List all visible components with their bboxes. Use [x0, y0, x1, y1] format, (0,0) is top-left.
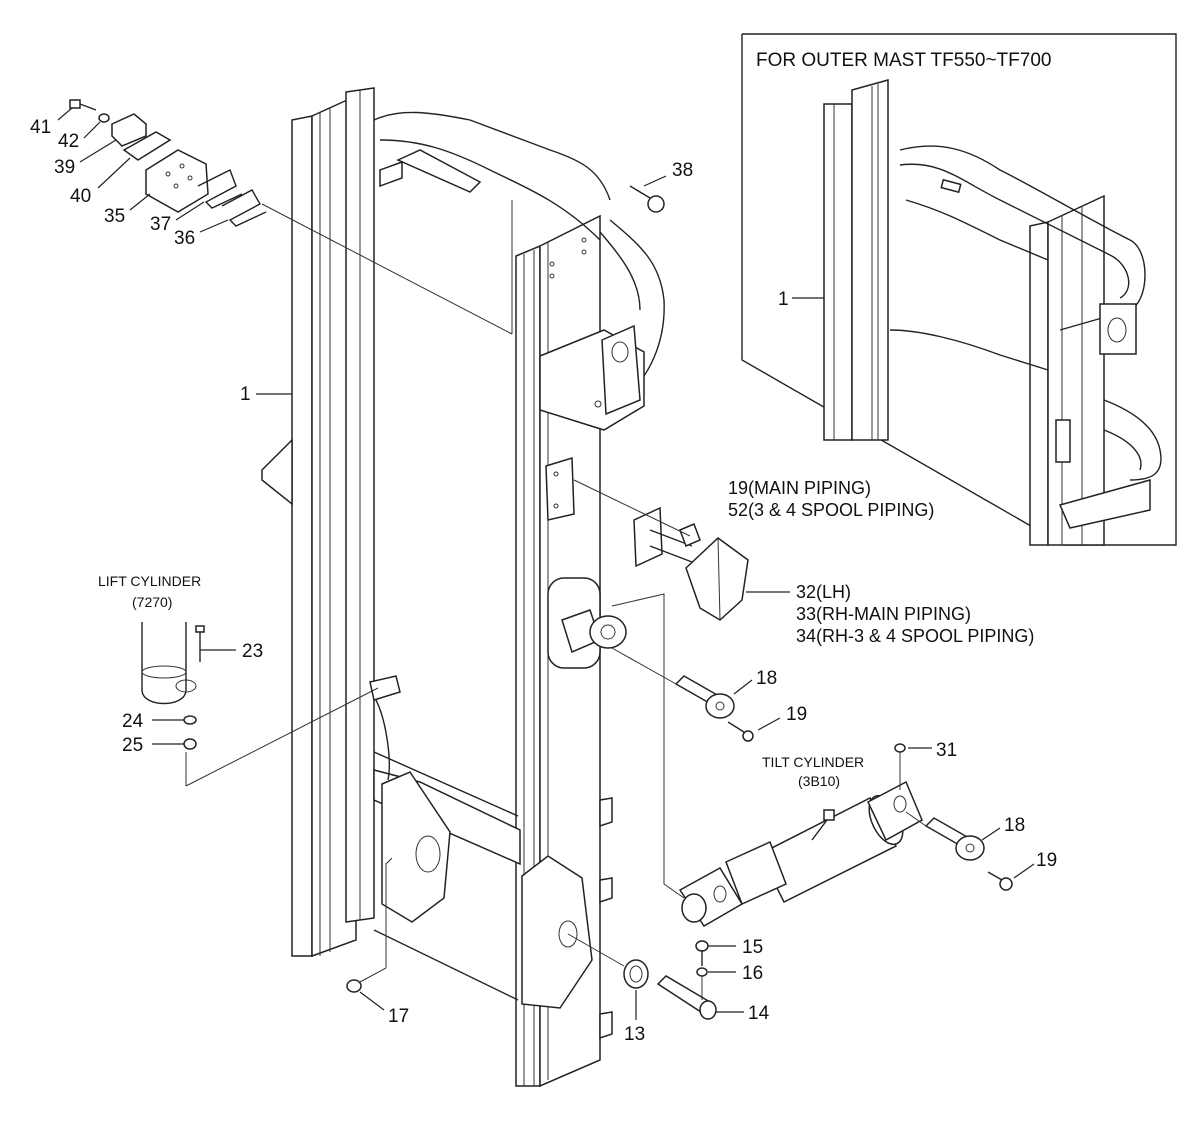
tilt-cylinder — [678, 780, 923, 928]
label-40: 40 — [70, 186, 91, 207]
tilt-bracket-lower — [521, 855, 593, 1009]
part-13-bushing — [623, 959, 649, 989]
label-37: 37 — [150, 214, 171, 235]
label-16: 16 — [742, 963, 763, 984]
label-33-rh-main: 33(RH-MAIN PIPING) — [796, 604, 971, 624]
label-24: 24 — [122, 711, 144, 732]
lift-cylinder — [141, 622, 205, 705]
label-25: 25 — [122, 735, 143, 756]
part-41-bolt — [69, 99, 97, 111]
part-labels: 41 42 39 40 35 37 36 38 1 19(MAIN PIPING… — [30, 117, 1057, 1045]
label-35: 35 — [104, 206, 125, 227]
label-18-upper: 18 — [756, 668, 777, 689]
label-36: 36 — [174, 228, 195, 249]
label-31: 31 — [936, 740, 957, 761]
label-1: 1 — [240, 384, 251, 405]
mast-bottom-crossmember — [373, 751, 613, 1040]
label-41: 41 — [30, 117, 51, 138]
part-18-pin-lower — [924, 817, 985, 861]
part-17-grease-fitting — [346, 967, 387, 993]
inset-label-1: 1 — [778, 289, 789, 310]
tilt-cylinder-code: (3B10) — [798, 773, 840, 789]
part-14-pin — [656, 975, 717, 1020]
part-16-washer — [696, 967, 708, 977]
label-32-lh: 32(LH) — [796, 582, 851, 602]
part-36-clip — [221, 189, 267, 227]
inset-right-column — [1029, 194, 1105, 546]
part-42-washer — [98, 113, 110, 123]
part-19-bolt-upper — [727, 721, 754, 742]
lift-cylinder-code: (7270) — [132, 594, 172, 610]
side-bracket-left — [261, 438, 401, 781]
outer-mast-inset: FOR OUTER MAST TF550~TF700 — [741, 33, 1177, 546]
label-38: 38 — [672, 160, 693, 181]
label-19-upper: 19 — [786, 704, 807, 725]
lift-cylinder-title: LIFT CYLINDER — [98, 573, 201, 589]
piping-plate — [545, 456, 575, 521]
part-38-bolt — [629, 185, 665, 213]
tilt-cylinder-title: TILT CYLINDER — [762, 754, 864, 770]
label-39: 39 — [54, 157, 75, 178]
part-37-clip — [197, 169, 243, 209]
part-15-bolt — [695, 940, 709, 966]
label-19-main-piping: 19(MAIN PIPING) — [728, 478, 871, 498]
label-52-spool-piping: 52(3 & 4 SPOOL PIPING) — [728, 500, 934, 520]
part-18-pin-upper — [674, 675, 735, 719]
label-15: 15 — [742, 937, 763, 958]
label-14: 14 — [748, 1003, 770, 1024]
inset-title: FOR OUTER MAST TF550~TF700 — [756, 50, 1051, 71]
inset-left-column — [823, 79, 889, 441]
part-19-bolt-lower — [987, 871, 1013, 891]
label-23: 23 — [242, 641, 263, 662]
part-35-block — [145, 149, 209, 213]
part-25-nut — [183, 738, 197, 750]
label-18-lower: 18 — [1004, 815, 1025, 836]
part-24-washer — [183, 715, 197, 725]
leader-lines — [57, 107, 1035, 1020]
label-42: 42 — [58, 131, 79, 152]
mast-top-crossmember — [373, 111, 665, 401]
label-13: 13 — [624, 1024, 645, 1045]
pipe-mount-bracket — [633, 506, 701, 568]
part-32-guard — [685, 537, 749, 621]
inner-mast-left-rail — [291, 87, 375, 958]
chain-anchor-block — [547, 577, 627, 669]
inset-top-frame — [899, 145, 1146, 355]
tilt-bracket-upper — [539, 324, 645, 431]
label-19-lower: 19 — [1036, 850, 1057, 871]
label-34-rh-spool: 34(RH-3 & 4 SPOOL PIPING) — [796, 626, 1034, 646]
inset-lower-frame — [889, 329, 1162, 529]
part-31-fitting — [894, 743, 906, 790]
part-40-shim — [122, 131, 172, 161]
part-39-pad — [111, 113, 147, 147]
label-17: 17 — [388, 1006, 409, 1027]
